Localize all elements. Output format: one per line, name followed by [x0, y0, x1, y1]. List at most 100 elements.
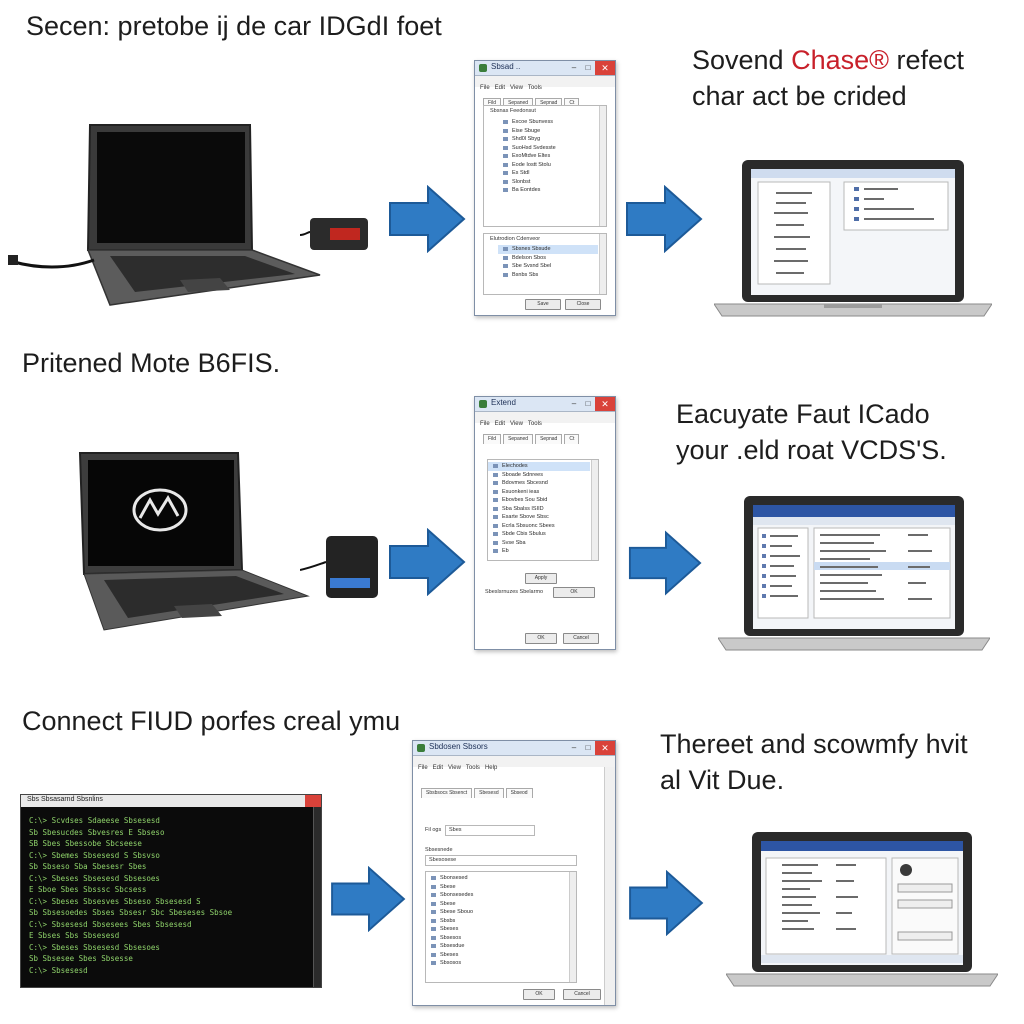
sensor-dialog-window[interactable]: Sbdosen Sbsors – □ ✕ File Edit View Tools He…	[412, 740, 616, 1006]
tab[interactable]: Sbseod	[505, 788, 533, 798]
menu-item[interactable]: View	[510, 85, 523, 91]
maximize-icon[interactable]: □	[585, 63, 591, 72]
window-scrollbar[interactable]	[604, 767, 615, 1005]
close-button[interactable]: Close	[565, 299, 601, 310]
scrollbar[interactable]	[569, 872, 576, 982]
list-item[interactable]: Sbese	[426, 883, 568, 892]
tab[interactable]: Sbesesd	[474, 788, 504, 798]
list-item[interactable]: Sbde Cbis Sbulus	[488, 530, 590, 539]
tab[interactable]: Sepaned	[503, 434, 534, 444]
field-input[interactable]: Sbesosese	[425, 855, 577, 866]
menu-item[interactable]: Edit	[494, 421, 506, 427]
list-item[interactable]: Sbsbs	[426, 917, 568, 926]
dialog-title-bar[interactable]: Extend – □ ✕	[475, 397, 615, 412]
menu-item[interactable]: Edit	[494, 85, 506, 91]
list-item[interactable]: Sbeses	[426, 951, 568, 960]
row1-caption-right: Sovend Chase® refect	[692, 42, 964, 78]
list-item[interactable]: Shd0l Sbyg	[498, 135, 598, 144]
list-item[interactable]: Sbese	[426, 900, 568, 909]
list-item[interactable]: ExoMtdve Eltes	[498, 152, 598, 161]
dialog-title: Sbsad ..	[491, 62, 521, 71]
tab[interactable]: Sepnad	[535, 434, 563, 444]
menu-item[interactable]: Help	[484, 765, 498, 771]
maximize-icon[interactable]: □	[585, 743, 591, 752]
tab[interactable]: Ct	[564, 434, 580, 444]
list-item[interactable]: Bsnbs Sbs	[498, 271, 598, 280]
arrow-right-icon	[388, 528, 466, 596]
menu-item[interactable]: Tools	[465, 765, 480, 771]
menu-item[interactable]: File	[418, 765, 428, 771]
list-item[interactable]: Eb	[488, 547, 590, 556]
list-item[interactable]: Sbe Svsnd Sbel	[498, 262, 598, 271]
list-item[interactable]: Sbeses	[426, 925, 568, 934]
tab[interactable]: Sepnad	[535, 98, 563, 108]
ok-button[interactable]: OK	[525, 633, 557, 644]
menu-item[interactable]: Tools	[527, 85, 542, 91]
list-item[interactable]: Sbese Sbouo	[426, 908, 568, 917]
scrollbar[interactable]	[599, 234, 606, 294]
menu-item[interactable]: File	[480, 85, 490, 91]
minimize-icon[interactable]: –	[571, 743, 577, 752]
list-item[interactable]: Esuonkeni ieas	[488, 488, 590, 497]
list-item[interactable]: Es Stdl	[498, 169, 598, 178]
list-item[interactable]: Slonbst	[498, 178, 598, 187]
cancel-button[interactable]: Cancel	[563, 989, 601, 1000]
scrollbar[interactable]	[313, 807, 321, 987]
list-item[interactable]: Eode Iostt Stolu	[498, 161, 598, 170]
terminal-title-bar[interactable]: Sbs Sbsasarnd Sbsnlins	[21, 795, 321, 807]
command-prompt-window[interactable]: Sbs Sbsasarnd Sbsnlins C:\> Scvdses Sdae…	[20, 794, 322, 988]
list-item[interactable]: Sboade Sdnrees	[488, 471, 590, 480]
tab[interactable]: Ct	[564, 98, 580, 108]
tab[interactable]: Sepaned	[503, 98, 534, 108]
field-input[interactable]: Sbes	[445, 825, 535, 836]
list-item[interactable]: Ebovbes Sou Sbid	[488, 496, 590, 505]
minimize-icon[interactable]: –	[571, 63, 577, 72]
list-item[interactable]: Sbsesos	[426, 934, 568, 943]
apply-button[interactable]: Apply	[525, 573, 557, 584]
dialog-title-bar[interactable]: Sbdosen Sbsors – □ ✕	[413, 741, 615, 756]
list-item[interactable]: Ba Eontdes	[498, 186, 598, 195]
close-icon[interactable]: ✕	[595, 61, 615, 75]
close-icon[interactable]: ✕	[595, 741, 615, 755]
list-item[interactable]: Svse Sba	[488, 539, 590, 548]
close-icon[interactable]	[305, 795, 321, 807]
list-item[interactable]: Sbsnes Sbsude	[498, 245, 598, 254]
list-item[interactable]: Sbonsesedes	[426, 891, 568, 900]
scrollbar[interactable]	[599, 106, 606, 226]
menu-item[interactable]: View	[448, 765, 461, 771]
menu-bar: File Edit View Tools	[475, 76, 615, 91]
list-item[interactable]: Excoe Sbunvess	[498, 118, 598, 127]
list-item[interactable]: Bdovmes Sbcesnd	[488, 479, 590, 488]
laptop-result-screen	[714, 158, 992, 320]
list-item[interactable]: Elechodes	[488, 462, 590, 471]
minimize-icon[interactable]: –	[571, 399, 577, 408]
save-button[interactable]: Save	[525, 299, 561, 310]
list-item[interactable]: Sbsosos	[426, 959, 568, 968]
maximize-icon[interactable]: □	[585, 399, 591, 408]
menu-item[interactable]: Tools	[527, 421, 542, 427]
list-item[interactable]: Ecrla Sbsuonc Sbees	[488, 522, 590, 531]
menu-item[interactable]: Edit	[432, 765, 444, 771]
menu-item[interactable]: View	[510, 421, 523, 427]
tab[interactable]: Fild	[483, 98, 502, 108]
list-item[interactable]: Sbonsesed	[426, 874, 568, 883]
close-icon[interactable]: ✕	[595, 397, 615, 411]
tab[interactable]: Sbsbsocs Sbsenct	[421, 788, 473, 798]
menu-item[interactable]: File	[480, 421, 490, 427]
cancel-button[interactable]: Cancel	[563, 633, 599, 644]
scrollbar[interactable]	[591, 460, 598, 560]
list-item[interactable]: SuoHsd Svdesste	[498, 144, 598, 153]
ok-button[interactable]: OK	[553, 587, 595, 598]
dialog-title-bar[interactable]: Sbsad .. – □ ✕	[475, 61, 615, 76]
tab[interactable]: Fild	[483, 434, 502, 444]
list-item[interactable]: Esarte Sbove Sbsc	[488, 513, 590, 522]
list-item[interactable]: Bdelson Sbos	[498, 254, 598, 263]
ok-button[interactable]: OK	[523, 989, 555, 1000]
list-item[interactable]: Sba Sbalss ISIID	[488, 505, 590, 514]
list-item[interactable]: Sbsesdue	[426, 942, 568, 951]
list-item[interactable]: Eise Sbuge	[498, 127, 598, 136]
